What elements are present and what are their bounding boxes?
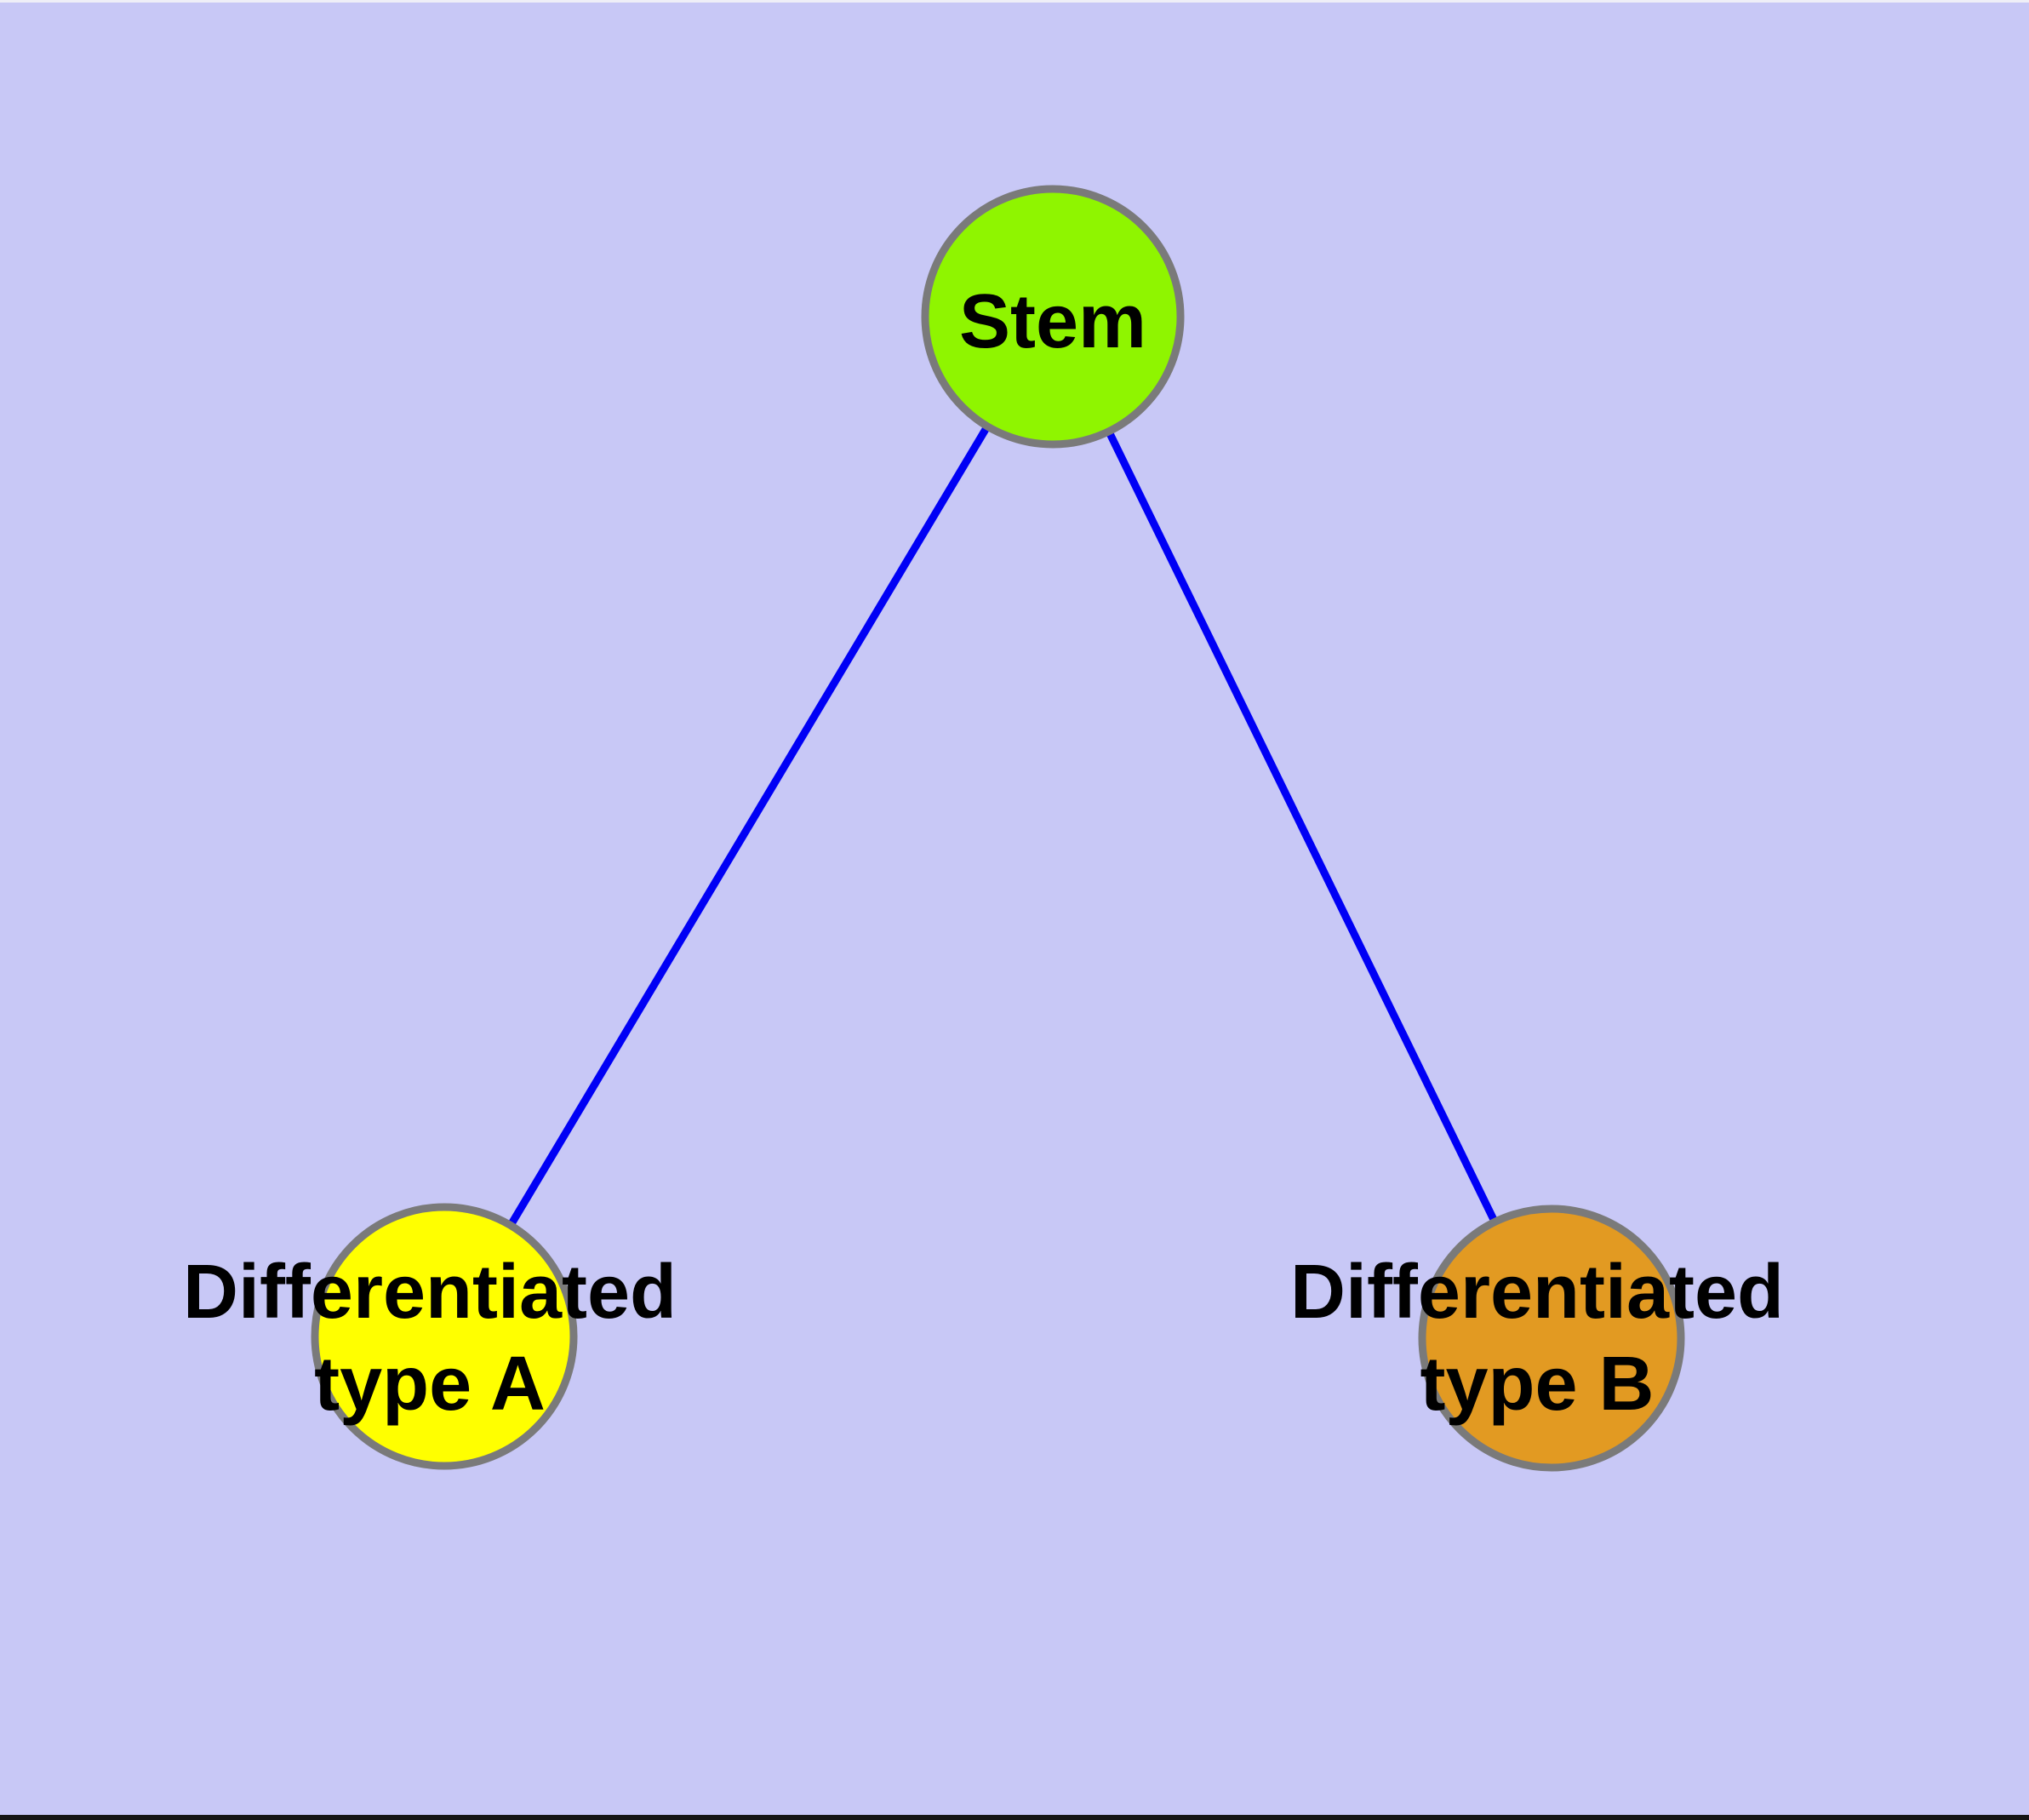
node-type-b-label-line1: Differentiated — [1290, 1250, 1784, 1335]
node-type-a-label-line1: Differentiated — [183, 1250, 677, 1335]
node-type-b: Differentiated type B — [1290, 1205, 1784, 1472]
node-type-b-circle — [1418, 1205, 1685, 1472]
node-type-a-circle — [311, 1203, 578, 1470]
edge-stem-to-type-a — [440, 312, 1057, 1341]
node-stem: Stem — [921, 185, 1185, 449]
node-stem-circle — [921, 185, 1185, 449]
node-type-a: Differentiated type A — [183, 1203, 677, 1470]
top-edge-strip — [0, 0, 2029, 3]
node-stem-label: Stem — [959, 279, 1146, 364]
node-type-b-label-line2: type B — [1420, 1342, 1654, 1427]
edge-group — [440, 312, 1556, 1342]
node-type-a-label-line2: type A — [314, 1342, 546, 1427]
edge-stem-to-type-b — [1049, 312, 1556, 1342]
bottom-edge-strip — [0, 1815, 2029, 1820]
